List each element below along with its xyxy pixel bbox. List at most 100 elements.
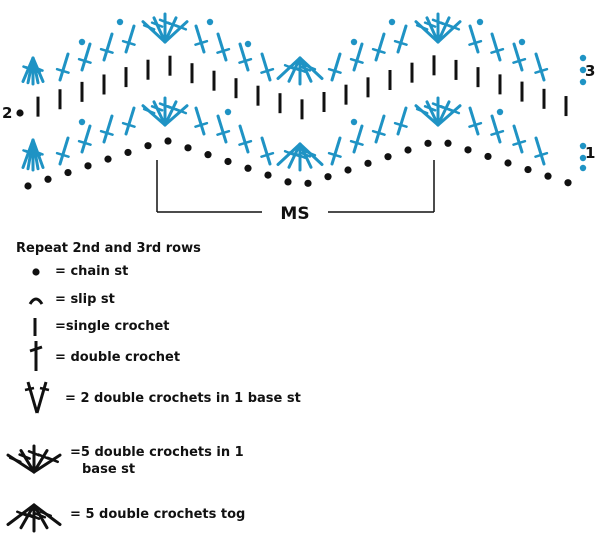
chain-stitch [504,159,512,167]
double-crochet [534,52,549,82]
double-crochet [194,106,209,136]
legend-fan-shape [6,444,62,474]
double-crochet [349,42,364,72]
double-crochet [238,42,253,72]
chain-stitch [224,157,232,166]
legend-item-5dc-tog: = 5 double crochets tog [0,503,600,533]
double-crochet [238,124,253,154]
chain-stitch [184,144,192,152]
row3-fan [414,12,462,44]
double-crochet [216,32,231,62]
single-crochet-icon [33,318,37,336]
chain-stitch [244,164,252,172]
slip-stitch-icon [28,297,44,305]
double-crochet [327,52,342,82]
chain-stitch [116,18,124,26]
row1-fan [414,96,462,127]
legend-label-slip: slip st [70,292,115,307]
double-crochet [468,106,483,136]
double-crochet [260,52,275,82]
double-crochet [327,136,342,166]
repeat-bracket [156,160,435,213]
chain-stitch [464,146,472,154]
double-crochet [121,106,136,136]
double-crochet [534,136,549,166]
legend-label-5dc-in-1-line2: base st [82,462,136,477]
double-crochet [121,24,136,54]
double-crochet [77,42,92,72]
legend-label-2dc: 2 double crochets in 1 base st [80,391,301,406]
chain-stitch [579,66,587,74]
chain-row-foundation [24,137,572,190]
legend-label-chain: chain st [70,264,129,279]
chain-stitch-icon [32,268,40,276]
double-crochet [349,124,364,154]
chain-stitch [444,139,452,147]
legend-label-double-crochet: double crochet [70,350,181,365]
chain-stitch [84,162,92,170]
row-label-3: 3 [585,62,596,80]
two-dc-in-one-base-icon [24,381,50,414]
five-dc-in-one-base-icon [6,444,62,474]
row-2-single-crochets [16,55,568,120]
chain-stitch [44,175,52,183]
double-crochet [99,32,114,62]
row3-fan [141,12,189,44]
double-crochet [77,124,92,154]
chain-stitch [324,173,332,181]
legend-item-double-crochet: = double crochet [0,341,600,371]
row-1-stitches [21,96,587,172]
double-crochet [393,106,408,136]
double-crochet [260,136,275,166]
legend-label-5dc-in-1: 5 double crochets in 1 [80,445,244,460]
chain-stitch [364,159,372,167]
legend-title: Repeat 2nd and 3rd rows [16,241,201,256]
row3-tog [276,56,324,86]
chain-stitch [579,78,587,86]
double-crochet [468,24,483,54]
chain-stitch [204,151,212,159]
double-crochet [216,114,231,144]
chain-stitch [544,172,552,180]
legend-item-slip: = slip st [0,290,600,310]
chain-stitch [484,152,492,161]
double-crochet [55,136,70,166]
double-crochet [371,32,386,62]
chain-stitch [564,179,572,187]
legend-item-2dc: = 2 double crochets in 1 base st [0,381,600,414]
row-label-1: 1 [585,144,596,162]
double-crochet [99,114,114,144]
legend-label-5dc-tog: 5 double crochets tog [85,507,246,522]
chain-stitch [350,118,358,126]
chain-stitch [579,164,587,172]
double-crochet-icon [29,341,43,371]
chain-stitch [64,168,72,177]
chain-stitch [579,154,587,162]
double-crochet [371,114,386,144]
legend-item-chain: = chain st [0,262,600,282]
five-dc-tog-icon [6,503,62,533]
chain-stitch [284,178,292,186]
row2-turning-chain [16,109,24,117]
row3-tog-edge [21,56,45,86]
crochet-chart: MS [16,12,587,224]
chain-stitch [206,18,214,26]
double-crochet [393,24,408,54]
chain-stitch [78,118,86,126]
chain-stitch [388,18,396,26]
legend-item-single-crochet: =single crochet [0,316,600,336]
double-crochet [490,32,505,62]
chain-stitch [264,171,272,179]
legend-tog-shape [6,503,62,533]
chain-stitch [244,40,252,48]
row-label-2: 2 [2,104,13,122]
chain-stitch [124,148,132,157]
chain-stitch [424,139,432,147]
row1-tog [276,142,324,172]
chain-stitch [78,38,86,46]
chain-stitch [518,38,526,46]
legend-label-single-crochet: single crochet [65,319,170,334]
repeat-label: MS [280,204,309,224]
chain-stitch [24,182,32,190]
double-crochet [490,114,505,144]
